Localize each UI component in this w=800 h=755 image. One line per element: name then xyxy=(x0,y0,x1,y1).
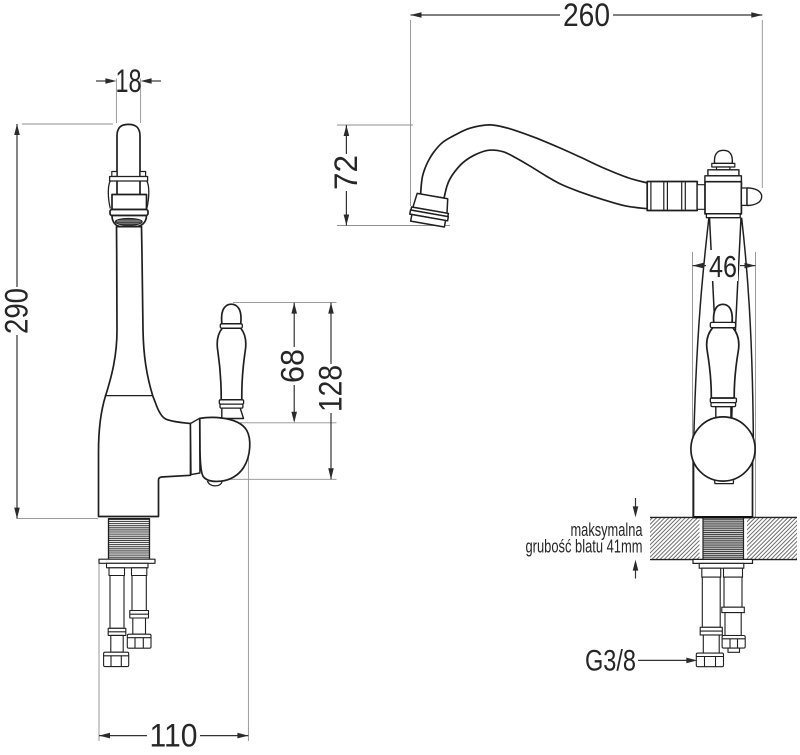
svg-text:grubość blatu 41mm: grubość blatu 41mm xyxy=(526,537,643,557)
svg-text:18: 18 xyxy=(116,63,142,99)
svg-text:128: 128 xyxy=(313,365,349,412)
svg-text:72: 72 xyxy=(328,155,364,190)
svg-text:260: 260 xyxy=(563,0,610,33)
svg-text:maksymalna: maksymalna xyxy=(571,520,644,540)
svg-text:G3/8: G3/8 xyxy=(585,645,636,678)
svg-text:290: 290 xyxy=(0,288,35,334)
svg-text:68: 68 xyxy=(275,349,311,383)
svg-text:46: 46 xyxy=(709,249,737,284)
svg-text:110: 110 xyxy=(150,718,198,754)
